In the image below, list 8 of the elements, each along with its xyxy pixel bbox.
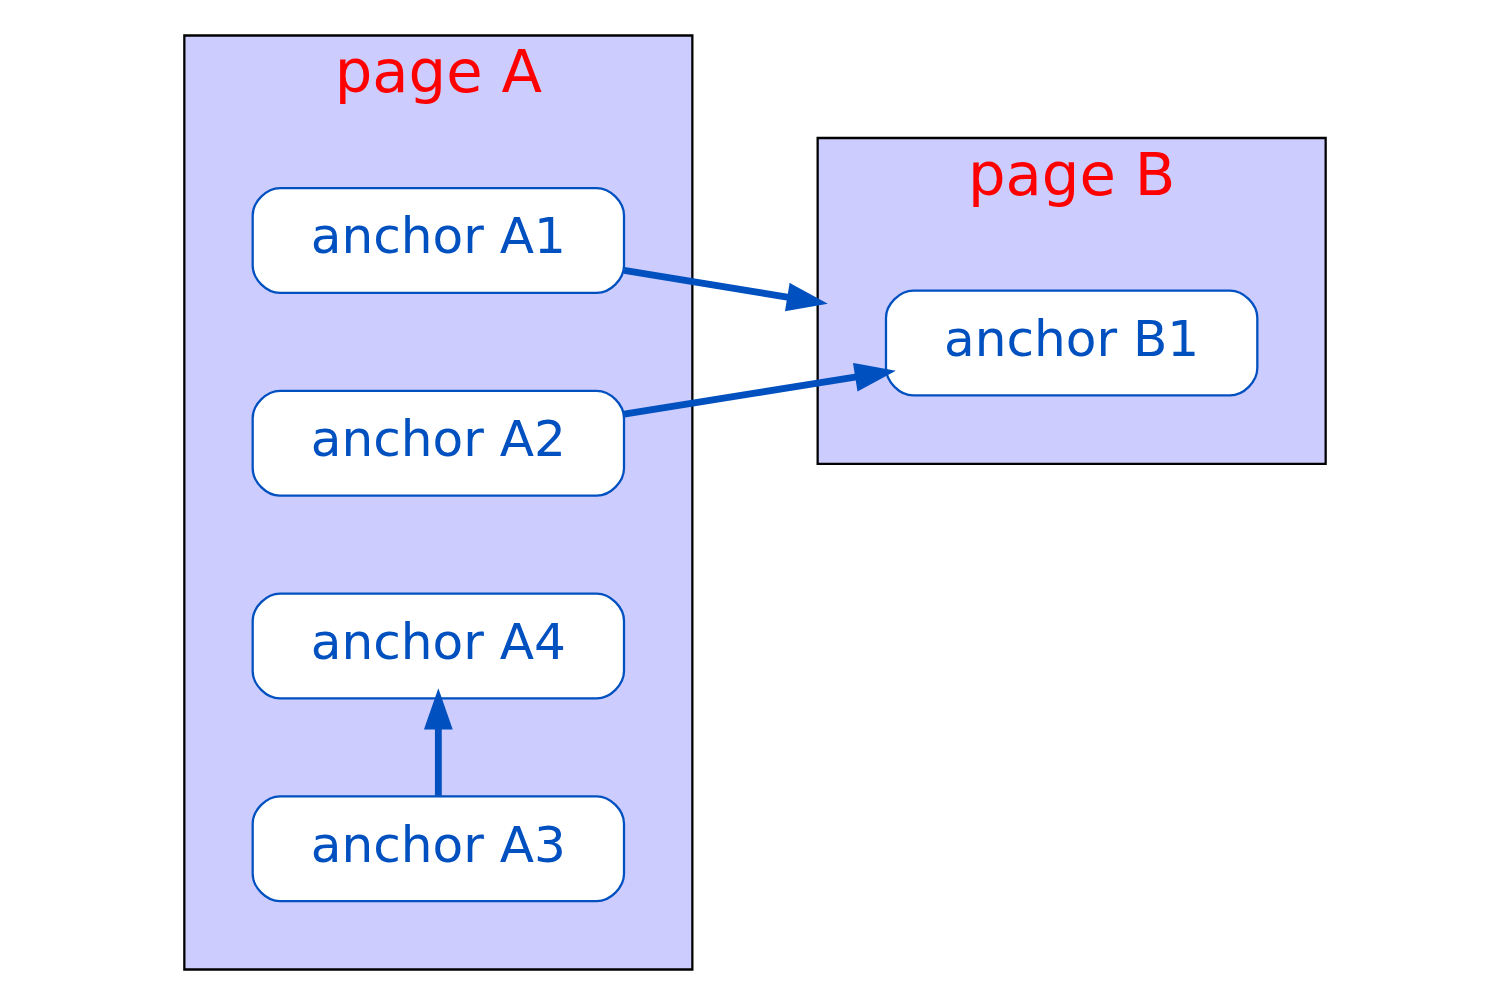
node-box: anchor B1	[884, 289, 1259, 397]
arrow	[423, 688, 453, 796]
arrow	[623, 362, 896, 418]
node-box: anchor A2	[251, 389, 626, 497]
arrow	[623, 267, 828, 312]
node-box: anchor A1	[251, 187, 626, 295]
node-box: anchor A3	[251, 795, 626, 903]
node-box: anchor A4	[251, 592, 626, 700]
